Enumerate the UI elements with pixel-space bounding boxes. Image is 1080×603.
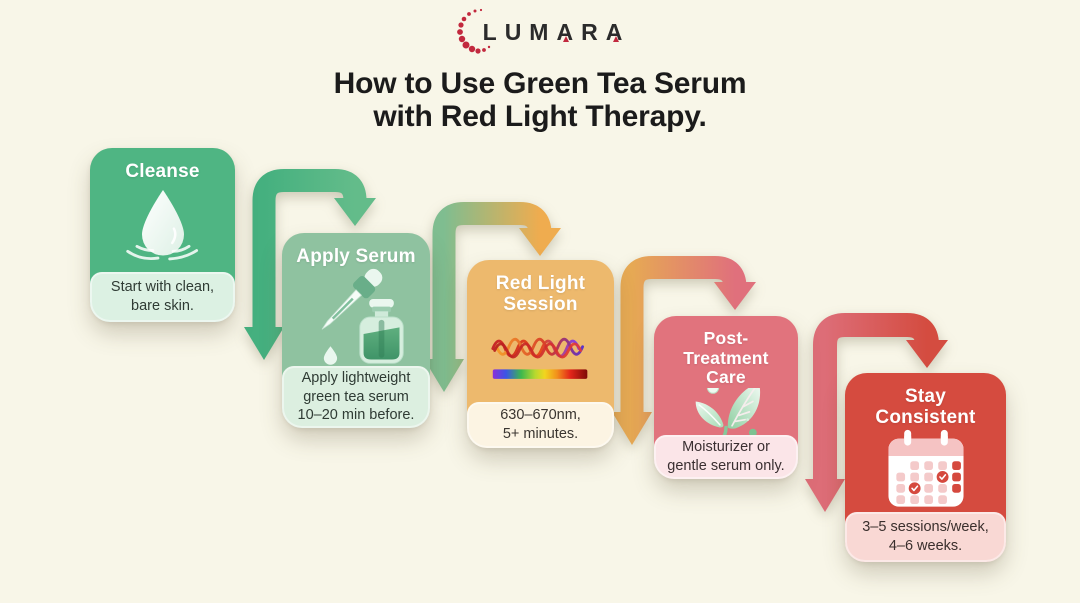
logo-dots-icon <box>456 8 490 54</box>
connector-arrow-1 <box>244 169 376 360</box>
connector-arrow-3 <box>612 256 756 445</box>
step-card-post-treatment-care: Post-Treatment Care <box>654 316 798 479</box>
step-title: Stay Consistent <box>875 386 976 429</box>
logo-a-accent <box>563 36 570 42</box>
step-card-cleanse: Cleanse Start with clean, bare s <box>90 148 235 322</box>
step-description-panel: 630–670nm, 5+ minutes. <box>467 402 614 448</box>
page-title-line1: How to Use Green Tea Serum <box>333 67 747 100</box>
step-card-red-light-session: Red Light Session <box>467 260 614 448</box>
red-light-spectrum-icon <box>467 316 614 402</box>
step-description-panel: Apply lightweight green tea serum 10–20 … <box>282 366 430 428</box>
logo-letter-a: A <box>556 19 582 45</box>
logo-letters: LUM <box>482 19 557 45</box>
step-title: Apply Serum <box>296 246 416 267</box>
step-title: Cleanse <box>125 161 200 182</box>
leaf-sprout-icon <box>654 387 798 435</box>
water-drop-icon <box>90 182 235 272</box>
logo-a-accent <box>612 36 619 42</box>
logo-letter-a: A <box>605 19 631 45</box>
step-card-stay-consistent: Stay Consistent <box>845 373 1006 562</box>
step-description-panel: 3–5 sessions/week, 4–6 weeks. <box>845 512 1006 562</box>
step-description: 630–670nm, 5+ minutes. <box>500 407 581 442</box>
calendar-icon <box>845 429 1006 512</box>
step-card-apply-serum: Apply Serum <box>282 233 430 428</box>
step-description: Apply lightweight green tea serum 10–20 … <box>297 369 415 424</box>
connector-arrow-2 <box>424 202 561 392</box>
serum-dropper-icon <box>282 267 430 366</box>
step-description-panel: Start with clean, bare skin. <box>90 272 235 322</box>
connector-arrow-4 <box>805 313 948 512</box>
step-description-panel: Moisturizer or gentle serum only. <box>654 435 798 479</box>
step-description: Start with clean, bare skin. <box>110 279 215 314</box>
step-description: Moisturizer or gentle serum only. <box>667 439 785 474</box>
step-title: Red Light Session <box>495 273 586 316</box>
page-title: How to Use Green Tea Serum with Red Ligh… <box>0 67 1080 133</box>
step-title: Post-Treatment Care <box>683 328 769 388</box>
logo-letters: R <box>581 19 606 45</box>
step-description: 3–5 sessions/week, 4–6 weeks. <box>862 519 989 554</box>
page-title-line2: with Red Light Therapy. <box>373 100 707 133</box>
